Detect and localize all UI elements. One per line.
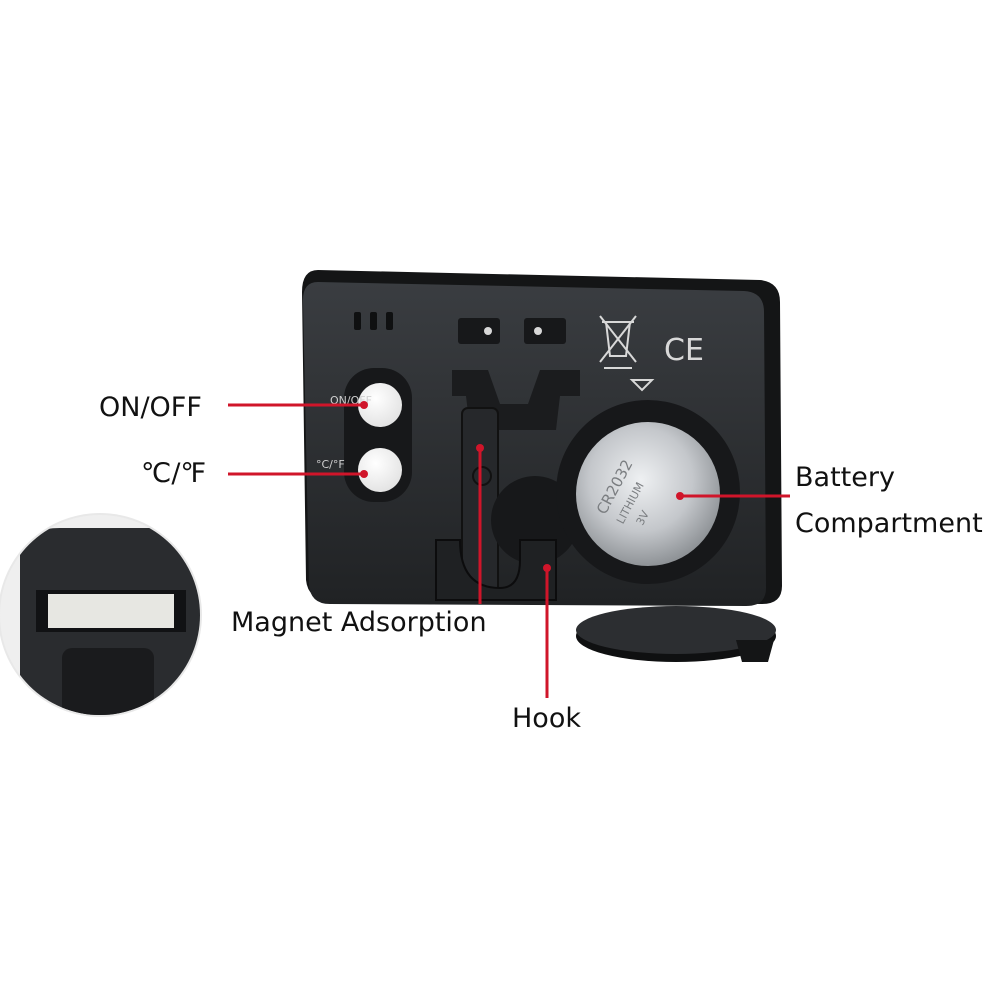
callout-c-f-label: ℃/℉ (141, 458, 207, 489)
c-f-mark: °C/°F (316, 458, 345, 471)
arrow-down-icon (629, 379, 655, 392)
battery-volt-text: 3V (634, 508, 653, 527)
weee-bin-icon (599, 315, 637, 369)
slot-screw-icon (472, 466, 492, 486)
clip-right-pin (534, 327, 542, 335)
callout-on-off-label: ON/OFF (99, 392, 202, 423)
c-f-button[interactable] (358, 448, 402, 492)
callout-lines (228, 401, 790, 698)
callout-magnet-label: Magnet Adsorption (231, 607, 487, 638)
hook (435, 539, 557, 601)
clip-left (458, 318, 500, 344)
ce-mark: CE (664, 333, 704, 368)
cover-tab (736, 640, 774, 662)
callout-battery-line2: Compartment (795, 508, 983, 539)
callout-hook-label: Hook (512, 703, 581, 734)
magnet-inset (0, 515, 200, 715)
callout-battery-line1: Battery (795, 462, 895, 493)
clip-right (524, 318, 566, 344)
on-off-button[interactable] (358, 383, 402, 427)
clip-left-pin (484, 327, 492, 335)
magnet-bar (48, 594, 174, 628)
callout-battery-label: Battery Compartment (795, 455, 983, 547)
vent-slots (354, 312, 393, 330)
coin-battery (576, 422, 720, 566)
battery-cover (576, 606, 776, 654)
